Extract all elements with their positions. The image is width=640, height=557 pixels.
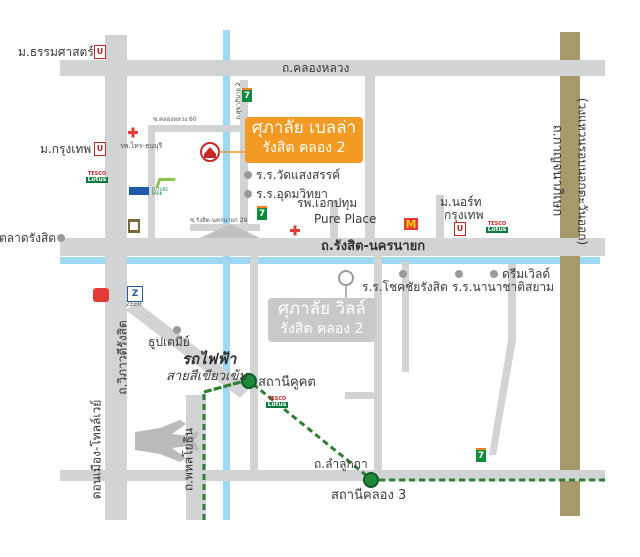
future-park-logo: FUTURE PARK (152, 178, 178, 196)
place-zeer-thup-temi: ธูปเตมีย์ (148, 335, 190, 349)
place-dot (244, 190, 252, 198)
road-north-krungthep (436, 195, 444, 240)
bridge-west (200, 224, 260, 238)
univ-logo-icon: U (94, 45, 106, 59)
road-sukhaphiban-2 (240, 80, 248, 240)
hospital-cross-icon (128, 127, 138, 138)
place-dot (57, 234, 65, 242)
place-north-krungthep-line2: กรุงเทพ (444, 208, 484, 222)
road-label-rangsit-nakhon-nayok: ถ.รังสิต-นครนายก (321, 239, 426, 254)
road-diagonal (126, 302, 250, 398)
zeer-logo-text: ZEER (126, 301, 142, 308)
road-label-phahonyothin: ถ.พหลโยธิน (181, 427, 196, 492)
place-udom-witthaya-school: ร.ร.อุดมวิทยา (256, 187, 328, 201)
place-north-krungthep-line1: ม.นอร์ท (440, 195, 482, 209)
road-khlong-luang (60, 60, 605, 76)
airplane-icon (135, 420, 199, 462)
place-chokchai-rangsit-school: ร.ร.โชคชัยรังสิต (362, 280, 448, 294)
road-lam-luk-ka (60, 470, 605, 481)
station-khlong-3-marker (363, 472, 379, 488)
road-ville-east (345, 392, 375, 399)
bank-icon (129, 187, 149, 195)
station-khlong-3-label: สถานีคลอง 3 (331, 488, 407, 503)
rail-title: รถไฟฟ้า (182, 350, 237, 368)
road-pure-place-north (365, 76, 375, 238)
place-dot (455, 270, 463, 278)
place-krungthep-univ: ม.กรุงเทพ (40, 142, 92, 156)
place-dream-world: ดรีมเวิลด์ (502, 267, 551, 281)
hospital-cross-icon (290, 225, 300, 236)
road-label-tollway: ดอนเมือง-โทลล์เวย์ (89, 399, 104, 500)
shell-icon (93, 288, 109, 302)
place-dot (244, 171, 252, 179)
place-dot (490, 270, 498, 278)
road-dream-world (489, 264, 516, 455)
place-dot (399, 270, 407, 278)
callout-ville-subtitle: รังสิต คลอง 2 (280, 321, 364, 337)
road-ville (374, 256, 382, 470)
place-ek-pathum-hospital: รพ.เอกปทุม (297, 196, 358, 210)
station-khu-khot-marker (241, 373, 257, 389)
callout-supalai-bella[interactable]: ศุภาลัย เบลล่า รังสิต คลอง 2 (245, 117, 363, 163)
place-wat-saeng-san-school: ร.ร.วัดแสงสรรค์ (256, 168, 341, 182)
univ-logo-icon: U (454, 222, 466, 236)
zeer-logo-icon: Z (127, 286, 143, 302)
callout-supalai-ville[interactable]: ศุภาลัย วิลล์ รังสิต คลอง 2 (268, 298, 376, 342)
canal-vertical (223, 30, 230, 520)
rail-subtitle: สายสีเขียวเข้ม (166, 369, 247, 384)
road-phahonyothin (186, 395, 206, 520)
seven-eleven-icon: 7 (476, 448, 486, 462)
road-label-kanchanaphisek-sub: (วงแหวนรอบนอกตะวันออก) (575, 97, 590, 246)
mcdonalds-icon: M (404, 217, 418, 231)
callout-bella-subtitle: รังสิต คลอง 2 (262, 140, 346, 156)
callout-bella-title: ศุภาลัย เบลล่า (251, 118, 357, 138)
seven-eleven-icon: 7 (242, 88, 252, 102)
road-label-khlong-luang: ถ.คลองหลวง (282, 61, 350, 75)
place-pure-place: Pure Place (314, 212, 377, 226)
road-soi-khlong-luang-60 (148, 125, 240, 132)
seven-eleven-icon: 7 (257, 206, 267, 220)
road-label-kanchanaphisek: ถ.กาญจนาภิเษก (549, 124, 565, 217)
road-khu-khot (250, 256, 258, 480)
place-hospital-prachathipat: รพ.ไทร-ธนบุรี (120, 142, 163, 150)
station-khu-khot-label: สถานีคูคต (258, 375, 316, 390)
place-nanachat-siam-school: ร.ร.นานาชาติสยาม (452, 280, 555, 294)
road-label-lam-luk-ka: ถ.ลำลูกกา (314, 457, 368, 471)
canal-horizontal (60, 257, 600, 264)
road-label-soi-khlong-luang-60: ซ.คลองหลวง 60 (153, 116, 197, 123)
place-dot (173, 326, 181, 334)
road-chokchai (402, 262, 409, 372)
road-rangsit-nakhon-nayok (60, 238, 605, 256)
road-label-soi-29: ซ.รังสิต-นครนายก 29 (190, 217, 248, 224)
ville-locator-icon (338, 270, 354, 286)
road-label-vibhavadi: ถ.วิภาวดีรังสิต (115, 320, 130, 395)
road-pure-place-stub (330, 200, 338, 240)
road-soi-west (148, 125, 155, 240)
kanchanaphisek-highway (560, 32, 580, 516)
place-thammasat: ม.ธรรมศาสตร์ (18, 45, 94, 59)
place-talad-rangsit: ตลาดรังสิต (0, 231, 57, 245)
road-label-sukhaphiban-2: ถ.สุขาภิบาล 2 (235, 82, 242, 120)
road-vibhavadi (105, 35, 127, 520)
univ-logo-icon: U (94, 142, 106, 156)
callout-ville-title: ศุภาลัย วิลล์ (278, 299, 366, 319)
